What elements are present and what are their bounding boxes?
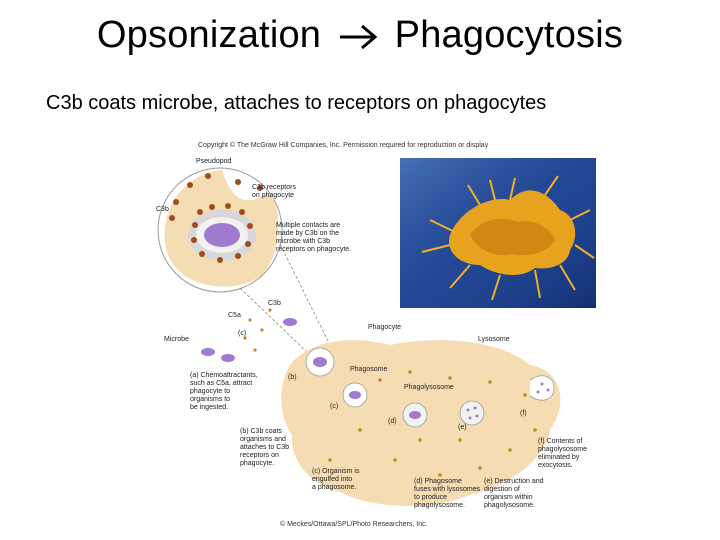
connector-lines (239, 239, 331, 356)
phagocyte-cell (281, 340, 561, 507)
label-c3b-inset: C3b (156, 206, 169, 213)
phagocytosis-diagram (157, 158, 596, 507)
label-c3b-receptors: C3b receptors on phagocyte (252, 184, 296, 199)
title-left: Opsonization (96, 14, 322, 56)
caption-c: (c) Organism is engulfed into a phagosom… (312, 468, 360, 491)
caption-e: (e) Destruction and digestion of organis… (484, 478, 544, 509)
tag-b: (b) (288, 374, 297, 381)
micrograph (400, 158, 596, 308)
label-pseudopod: Pseudopod (196, 158, 232, 165)
photo-credit: © Meckes/Ottawa/SPL/Photo Researchers, I… (280, 521, 428, 528)
label-phagosome: Phagosome (350, 366, 388, 373)
slide-subtitle: C3b coats microbe, attaches to receptors… (46, 92, 547, 114)
tag-f: (f) (520, 410, 527, 417)
title-right: Phagocytosis (394, 14, 624, 56)
label-phagocyte: Phagocyte (368, 324, 402, 331)
label-microbe: Microbe (164, 336, 189, 343)
caption-a: (a) Chemoattractants, such as C5a, attra… (190, 372, 258, 411)
caption-d: (d) Phagosome fuses with lysosomes to pr… (414, 478, 481, 509)
arrow-right-icon (339, 24, 378, 50)
slide-title: Opsonization Phagocytosis (0, 14, 720, 57)
copyright-notice: Copyright © The McGraw Hill Companies, I… (198, 142, 489, 149)
opsonization-inset (157, 167, 283, 293)
caption-f: (f) Contents of phagolysosome eliminated… (538, 438, 588, 469)
tag-d: (d) (388, 418, 397, 425)
label-c-small: (c) (238, 330, 247, 337)
label-c3b: C3b (268, 300, 281, 307)
free-microbes (201, 318, 297, 362)
label-c5a: C5a (228, 312, 241, 319)
caption-b: (b) C3b coats organisms and attaches to … (240, 428, 290, 467)
chemoattractant-dots (243, 308, 272, 352)
label-multiple-contacts: Multiple contacts are made by C3b on the… (276, 222, 352, 253)
tag-c: (c) (330, 403, 339, 410)
label-lysosome: Lysosome (478, 336, 510, 343)
tag-e: (e) (458, 424, 467, 431)
label-phagolysosome: Phagolysosome (404, 384, 454, 391)
